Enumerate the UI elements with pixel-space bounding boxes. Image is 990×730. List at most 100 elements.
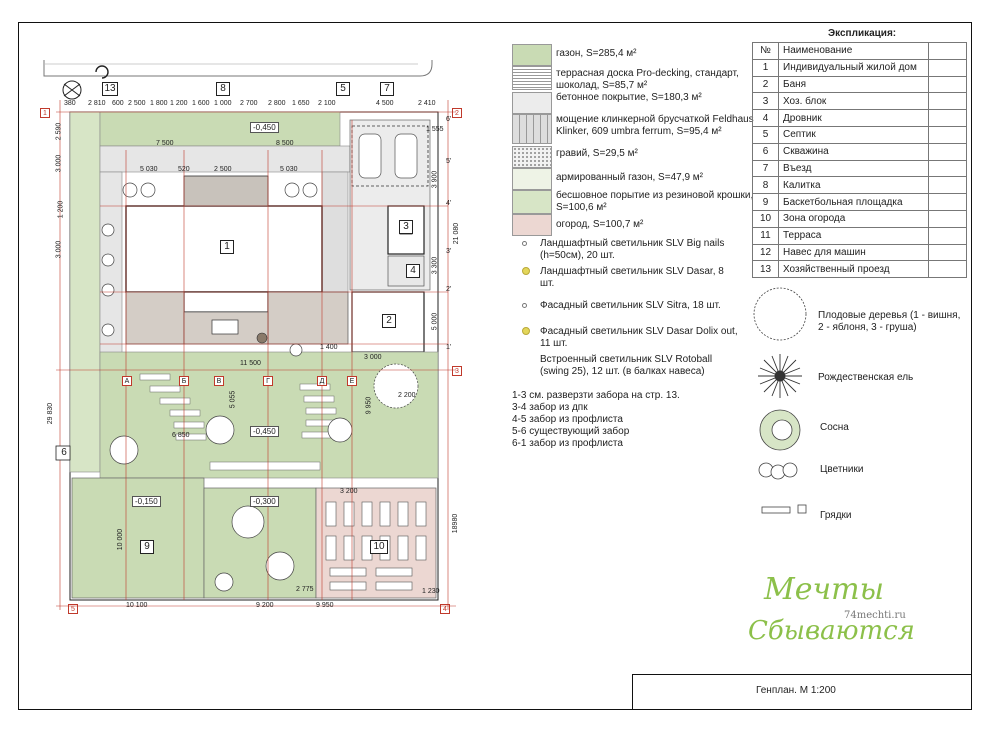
dim-row3-1: 520 [178,166,190,173]
light-row-0: Ландшафтный светильник SLV Big nails (h=… [522,238,740,262]
legend-paving-text: мощение клинкерной брусчаткой Feldhaus K… [556,114,754,137]
dim-row3-3: 5 030 [280,166,298,173]
dim-left-3: 3 000 [55,240,63,259]
legend-concrete-text: бетонное покрытие, S=180,3 м² [556,92,702,103]
spruce-label: Рождественская ель [818,372,914,383]
legend-lawn: газон, S=285,4 м² [512,44,752,66]
dim-bottom-1: 9 200 [256,602,274,609]
dim-left-2: 1 200 [57,200,65,219]
legend-concrete: бетонное покрытие, S=180,3 м² [512,92,752,114]
dim-misc-8: 2 775 [296,586,314,593]
axis-b: Б [179,376,189,386]
light-text-3: Фасадный светильник SLV Dasar Dolix out,… [540,326,738,349]
dim-misc-2: 9 950 [365,396,373,415]
pine-label: Сосна [820,422,849,433]
terrace-left [125,291,185,345]
logo-site: 74mechti.ru [844,610,906,621]
house-bay [183,291,269,313]
title-block-text: Генплан. М 1:200 [756,685,836,696]
axis-v: В [214,376,224,386]
north-arrow [62,65,109,100]
legend-gravel: гравий, S=29,5 м² [512,146,752,168]
corner-mark-2: 2 [452,108,462,118]
light-row-2: Фасадный светильник SLV Sitra, 18 шт. [522,300,740,312]
dim-row2-0: 7 500 [156,140,174,147]
reinforced-lawn-swatch [512,168,552,190]
terrace-grill [256,332,268,344]
flowerbed-icon [758,462,798,480]
fruit-tree-icon [753,287,807,341]
explication-title: Экспликация: [828,28,897,39]
dim-bottom-2: 9 950 [316,602,334,609]
spruce-icon [758,354,802,398]
small-circle-icon [522,241,527,246]
dim-top-7: 2 700 [240,100,258,107]
header-blank [928,42,967,60]
dim-misc-6: 11 500 [240,360,261,367]
dim-row3-2: 2 500 [214,166,232,173]
light-row-1: Ландшафтный светильник SLV Dasar, 8 шт. [522,266,740,290]
top-lawn-area [99,111,341,147]
legend-lawn-text: газон, S=285,4 м² [556,48,637,59]
drovnik-number: 4 [406,264,420,278]
scale-text: 380 [64,100,76,107]
small-circle-icon [522,303,527,308]
house-porch [183,175,269,207]
car-left [358,133,382,179]
legend-reinforced-lawn: армированный газон, S=47,9 м² [512,168,752,190]
dim-top-12: 2 410 [418,100,436,107]
dim-top-9: 1 650 [292,100,310,107]
sheet-frame [18,22,972,710]
axis-right-2: 4' [446,200,452,207]
light-row-4: Встроенный светильник SLV Rotoball (swin… [540,354,740,378]
paving-swatch [512,114,552,144]
house-number: 1 [220,240,234,254]
axis-right-5: 1' [446,344,452,351]
tree-group [101,182,419,592]
fence-note-0: 1-3 см. разверзти забора на стр. 13. [512,390,680,401]
paving-band-left [99,171,123,373]
fence-note-4: 6-1 забор из профлиста [512,438,623,449]
dim-right-2: 3 900 [431,170,439,189]
axis-e: Д [317,376,327,386]
dim-top-8: 2 800 [268,100,286,107]
dim-left-0: 29 830 [47,402,55,425]
hozblok-number: 3 [399,220,413,234]
dimension-lines [56,100,456,610]
paving-band-top [99,145,351,173]
dim-top-11: 4 500 [376,100,394,107]
axis-right-1: 5' [446,158,452,165]
banya-number: 2 [382,314,396,328]
header-num: № [752,42,779,60]
legend-rubber: бесшовное порытие из резиновой крошки, S… [512,190,753,214]
legend-paving: мощение клинкерной брусчаткой Feldhaus K… [512,114,754,144]
legend-terrace: террасная доска Pro-decking, стандарт, ш… [512,66,752,91]
paving-band-right [321,171,349,293]
dim-right-0: 21 080 [453,222,461,245]
terrace-swatch [512,66,552,90]
dim-right-3: 5 000 [431,312,439,331]
legend-gravel-text: гравий, S=29,5 м² [556,148,638,159]
dim-top-6: 1 000 [214,100,232,107]
dim-right-1: 18980 [452,513,460,534]
legend-garden-text: огород, S=100,7 м² [556,219,644,230]
legend-terrace-text: террасная доска Pro-decking, стандарт, ш… [556,68,739,91]
concrete-swatch [512,92,552,114]
header-name: Наименование [778,42,929,60]
terrace-right [267,291,349,345]
light-row-3: Фасадный светильник SLV Dasar Dolix out,… [522,326,740,350]
pine-icon [759,409,801,451]
dim-misc-0: 6 850 [172,432,190,439]
fruit-trees-label: Плодовые деревья (1 - вишня, 2 - яблоня,… [818,310,961,333]
garden-bed-icon [761,504,807,514]
dim-row3-0: 5 030 [140,166,158,173]
left-lawn-strip [69,111,101,473]
